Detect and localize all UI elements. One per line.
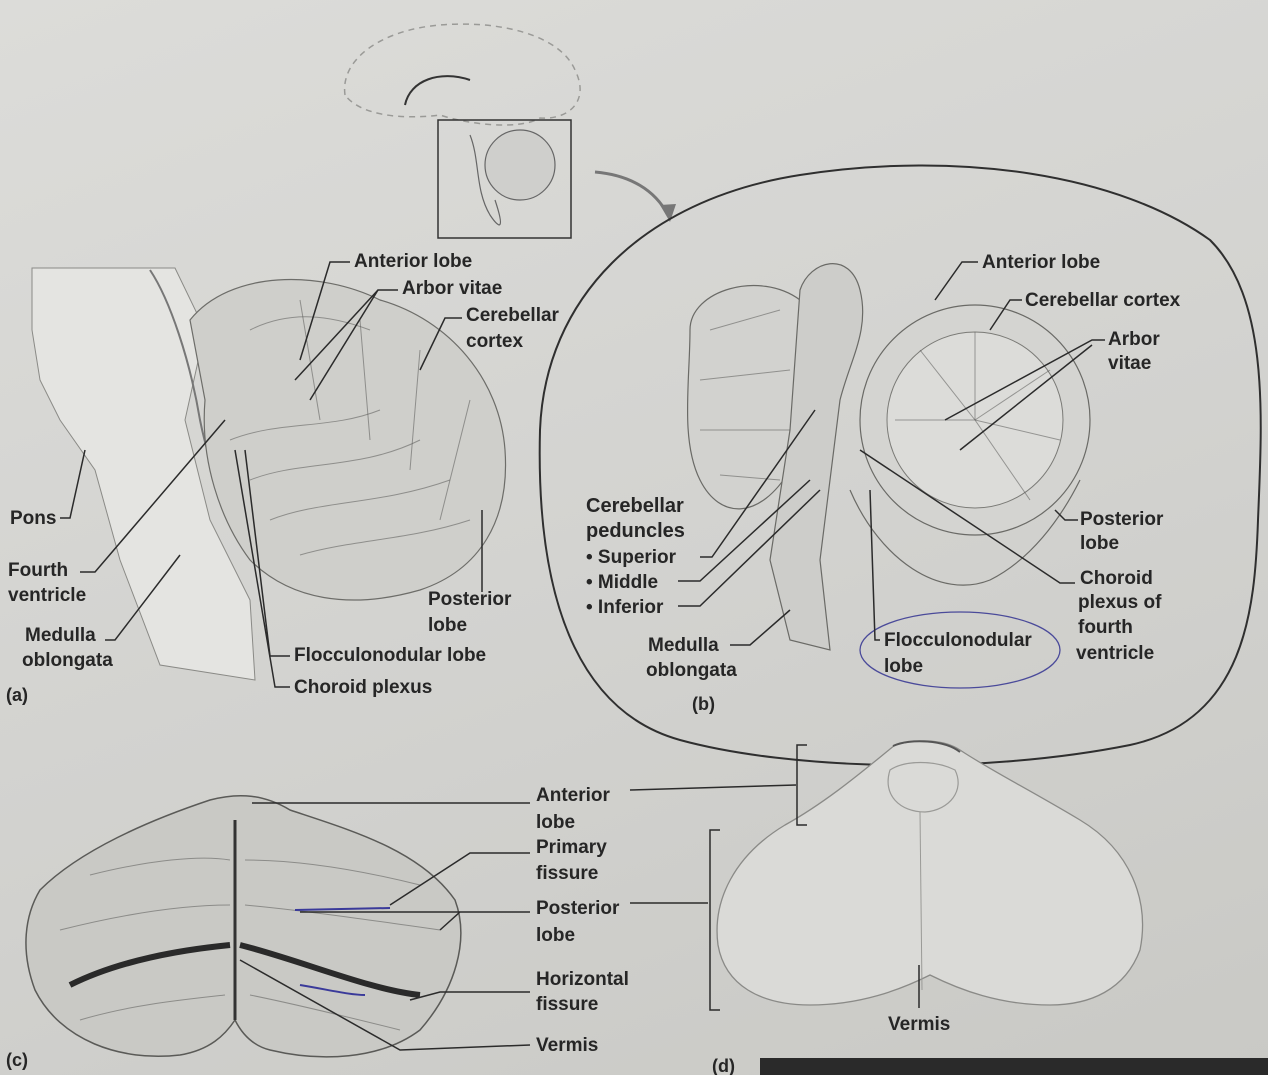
a-arbor-vitae-label: Arbor vitae — [402, 278, 502, 299]
c-primary-label: Primary — [536, 837, 607, 858]
a-pons-label: Pons — [10, 508, 56, 529]
a-lobe-label: lobe — [428, 615, 467, 636]
a-cerebellar-label: Cerebellar — [466, 305, 560, 326]
b-fourth-label: fourth — [1078, 617, 1133, 638]
a-posterior-label: Posterior — [428, 589, 512, 610]
b-superior-label: • Superior — [586, 547, 677, 568]
b-oblongata-label: oblongata — [646, 660, 737, 681]
b-peduncles-label: peduncles — [586, 520, 685, 542]
c-horizontal-label: Horizontal — [536, 969, 629, 990]
c-anterior-label: Anterior — [536, 785, 611, 806]
b-plexus-of-label: plexus of — [1078, 592, 1162, 613]
a-choroid-plexus-label: Choroid plexus — [294, 677, 432, 698]
thumbnail-brain — [345, 24, 676, 238]
b-vitae-label: vitae — [1108, 353, 1151, 374]
panel-c-illustration — [26, 796, 461, 1057]
c-anterior-lobe-label: lobe — [536, 812, 575, 833]
b-panel-tag: (b) — [692, 694, 715, 714]
a-panel-tag: (a) — [6, 685, 28, 705]
c-posterior-lobe-label: lobe — [536, 925, 575, 946]
b-anterior-lobe-label: Anterior lobe — [982, 252, 1100, 273]
b-inferior-label: • Inferior — [586, 597, 664, 618]
panel-d-illustration — [717, 741, 1142, 1005]
b-choroid-label: Choroid — [1080, 568, 1153, 589]
zoom-arrow — [595, 172, 668, 215]
b-middle-label: • Middle — [586, 572, 658, 593]
b-floc-lobe-label: lobe — [884, 656, 923, 677]
b-medulla-label: Medulla — [648, 635, 719, 656]
a-oblongata-label: oblongata — [22, 650, 113, 671]
d-vermis-label: Vermis — [888, 1014, 950, 1035]
d-panel-tag: (d) — [712, 1056, 735, 1075]
c-vermis-label: Vermis — [536, 1035, 598, 1056]
b-lobe-label: lobe — [1080, 533, 1119, 554]
c-fissure-label: fissure — [536, 863, 598, 884]
b-flocculonodular-label: Flocculonodular — [884, 630, 1032, 651]
a-medulla-label: Medulla — [25, 625, 96, 646]
b-ventricle-label: ventricle — [1076, 643, 1154, 664]
b-cerebellar-cortex-label: Cerebellar cortex — [1025, 290, 1181, 311]
b-posterior-label: Posterior — [1080, 509, 1164, 530]
a-cortex-label: cortex — [466, 331, 523, 352]
b-cerebellar-label: Cerebellar — [586, 495, 684, 517]
c-posterior-label: Posterior — [536, 898, 620, 919]
c-h-fissure-label: fissure — [536, 994, 598, 1015]
c-panel-tag: (c) — [6, 1050, 28, 1070]
a-fourth-label: Fourth — [8, 560, 68, 581]
a-flocculonodular-label: Flocculonodular lobe — [294, 645, 486, 666]
page-edge-shadow — [760, 1058, 1268, 1075]
b-arbor-label: Arbor — [1108, 329, 1160, 350]
a-anterior-lobe-label: Anterior lobe — [354, 251, 472, 272]
a-ventricle-label: ventricle — [8, 585, 86, 606]
